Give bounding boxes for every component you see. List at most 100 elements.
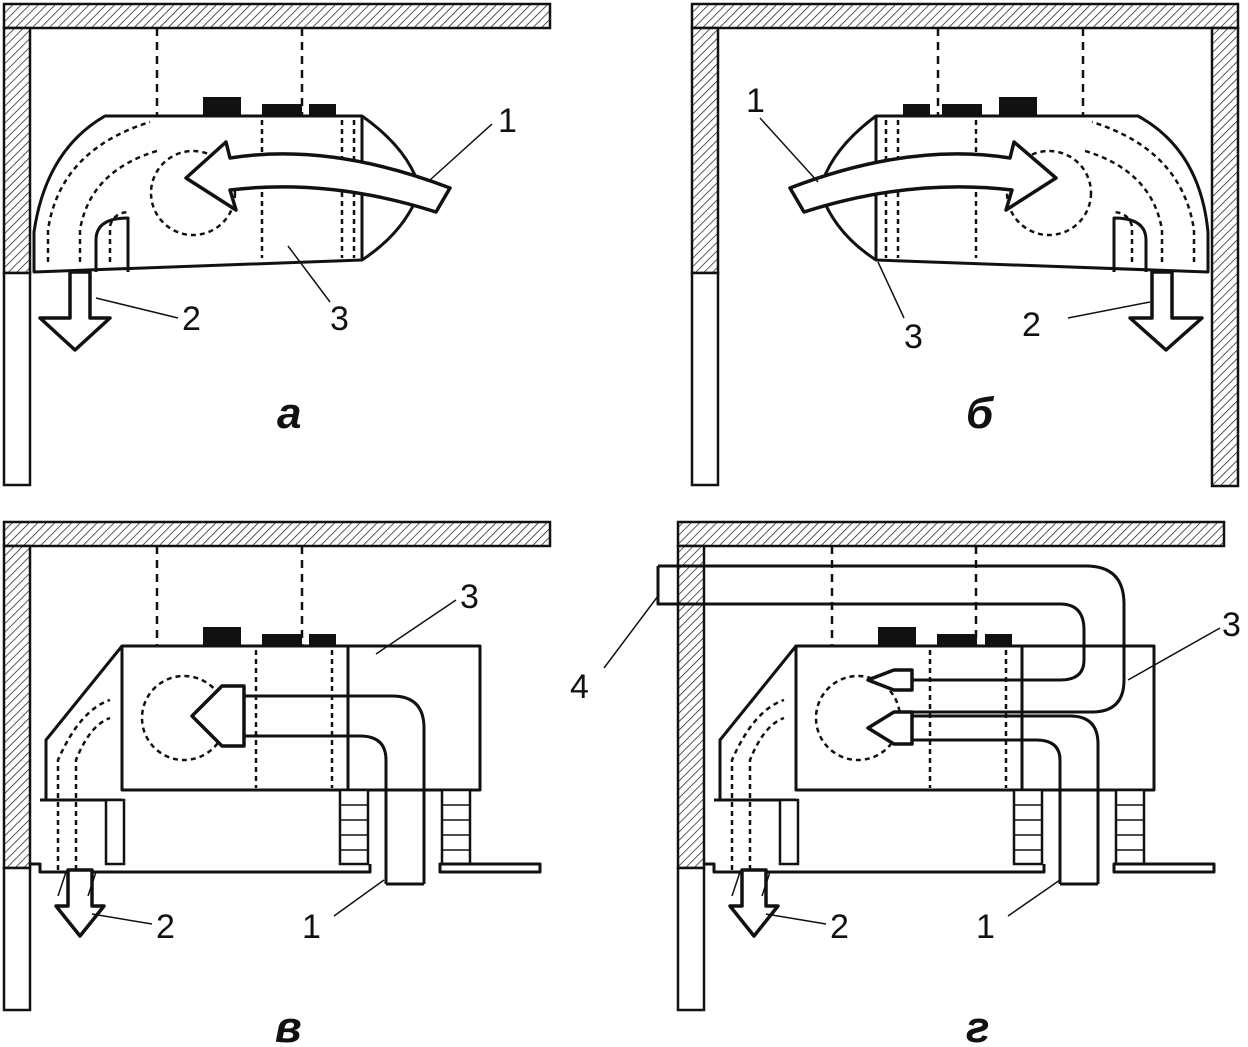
duct-inner-line <box>748 716 785 870</box>
left-wall <box>676 544 706 870</box>
duct-inner-line <box>1081 148 1164 262</box>
ceiling <box>676 520 1226 548</box>
panel-caption: г <box>966 1003 989 1047</box>
leader-line <box>375 599 457 655</box>
leader-line <box>759 117 819 183</box>
outlet-duct <box>94 216 130 272</box>
exhaust-arrow <box>54 868 106 938</box>
junction-box <box>309 634 336 646</box>
callout-label: 2 <box>156 908 175 946</box>
callout-label: 3 <box>330 300 349 338</box>
left-wall <box>2 26 32 275</box>
junction-box <box>878 627 916 646</box>
door-frame <box>2 866 32 1012</box>
recirculation-arrowhead <box>866 668 914 692</box>
junction-box <box>985 634 1012 646</box>
panel-a: 1 2 3 а <box>2 2 552 487</box>
junction-box <box>999 97 1037 116</box>
leader-line <box>429 123 493 181</box>
leader-line <box>333 879 385 917</box>
callout-label: 3 <box>1222 606 1241 644</box>
brick-support <box>1012 788 1044 866</box>
leader-line <box>1127 627 1221 681</box>
inflow-arrow <box>788 140 1058 214</box>
callout-label: 2 <box>830 908 849 946</box>
brick-support <box>104 798 126 866</box>
brick-support <box>778 798 800 866</box>
leader-line <box>1007 879 1061 917</box>
ceiling <box>2 520 552 548</box>
junction-box <box>262 104 302 116</box>
callout-label: 2 <box>182 300 201 338</box>
intake-duct <box>244 694 426 884</box>
heater-unit <box>32 114 422 274</box>
hatch-mark <box>57 871 67 897</box>
intake-duct <box>244 734 388 884</box>
panel-b: 1 3 2 б <box>690 2 1240 488</box>
hatch-mark <box>761 871 771 897</box>
duct-inner-line <box>46 120 151 262</box>
leader-line <box>877 261 905 319</box>
duct-inner-line <box>730 698 785 870</box>
junction-box <box>203 627 241 646</box>
fan-casing <box>149 149 237 237</box>
callout-label: 1 <box>302 908 321 946</box>
brick-pattern <box>340 804 470 851</box>
left-wall <box>690 26 720 275</box>
junction-box <box>203 97 241 116</box>
callout-label: 1 <box>976 908 995 946</box>
exhaust-arrow <box>38 270 112 352</box>
inflow-arrowhead <box>190 684 246 748</box>
leader-line <box>91 913 153 925</box>
ceiling <box>2 2 552 30</box>
brick-support <box>440 788 472 866</box>
junction-box <box>937 634 977 646</box>
heater-unit <box>818 114 1210 274</box>
junction-box <box>903 104 930 116</box>
intake-duct <box>912 738 1062 884</box>
floor-slab <box>30 862 542 874</box>
leader-line <box>765 913 827 925</box>
brick-support <box>338 788 370 866</box>
callout-label: 3 <box>904 318 923 356</box>
intake-duct <box>912 714 1100 884</box>
hatch-mark <box>87 871 97 897</box>
filter-chamber <box>1020 644 1156 792</box>
inflow-arrowhead <box>866 710 914 746</box>
duct-inner-line <box>74 716 111 870</box>
panel-caption: а <box>277 389 301 438</box>
junction-box <box>942 104 982 116</box>
exhaust-arrow <box>1128 270 1204 352</box>
panel-v: 3 2 1 в <box>2 520 552 1047</box>
floor-slab <box>704 862 1216 874</box>
panel-caption: в <box>275 1003 302 1047</box>
leader-line <box>95 297 179 319</box>
door-frame <box>690 271 720 487</box>
right-wall <box>1210 26 1240 488</box>
recirculation-duct <box>658 564 1126 714</box>
callout-label: 4 <box>570 668 589 706</box>
ceiling <box>690 2 1240 30</box>
brick-support <box>1114 788 1146 866</box>
door-frame <box>2 271 32 487</box>
leader-line <box>287 245 331 303</box>
leader-line <box>603 595 659 669</box>
junction-box <box>309 104 336 116</box>
duct-inner-line <box>78 148 161 262</box>
duct-inner-line <box>56 698 111 870</box>
duct-inner-line <box>1091 120 1196 262</box>
left-wall <box>2 544 32 870</box>
inflow-arrow <box>184 140 452 214</box>
panel-g: 3 4 2 1 г <box>570 520 1241 1047</box>
duct-inner-line <box>108 210 131 262</box>
leader-line <box>1067 301 1151 319</box>
panel-caption: б <box>966 389 995 438</box>
callout-label: 1 <box>746 82 765 120</box>
callout-label: 2 <box>1022 306 1041 344</box>
duct-inner-line <box>1111 210 1134 262</box>
recirculation-duct <box>656 566 1086 682</box>
brick-pattern <box>1014 804 1144 851</box>
junction-box <box>262 634 302 646</box>
